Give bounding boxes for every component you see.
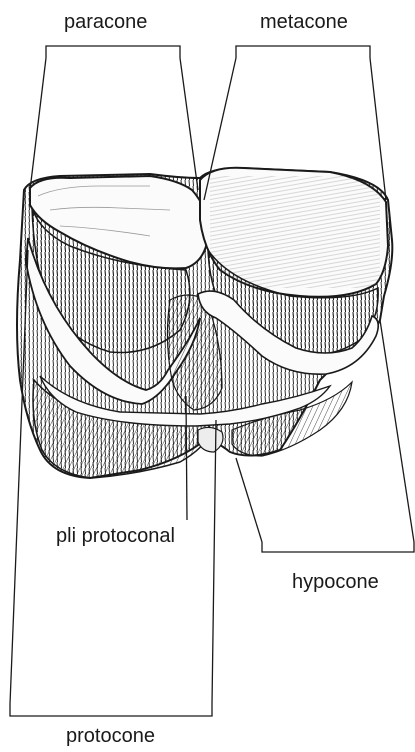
metacone-bracket: [236, 46, 370, 58]
paracone-bracket: [46, 46, 180, 58]
paracone-leader-right: [180, 58, 198, 190]
label-metacone: metacone: [260, 12, 348, 32]
label-protocone: protocone: [66, 726, 155, 746]
hypocone-leader-right: [380, 320, 414, 542]
hypocone-leader-left: [236, 458, 262, 542]
tooth-body: [17, 168, 392, 478]
label-hypocone: hypocone: [292, 572, 379, 592]
metacone-leader-right: [370, 58, 386, 200]
hypocone-bracket: [262, 542, 414, 552]
paracone-leader-left: [30, 58, 46, 190]
label-pli-protoconal: pli protoconal: [56, 526, 175, 546]
label-paracone: paracone: [64, 12, 147, 32]
protocone-leader-right: [212, 420, 216, 704]
protocone-bracket: [10, 704, 212, 716]
pli-protoconal-fold: [198, 427, 223, 452]
